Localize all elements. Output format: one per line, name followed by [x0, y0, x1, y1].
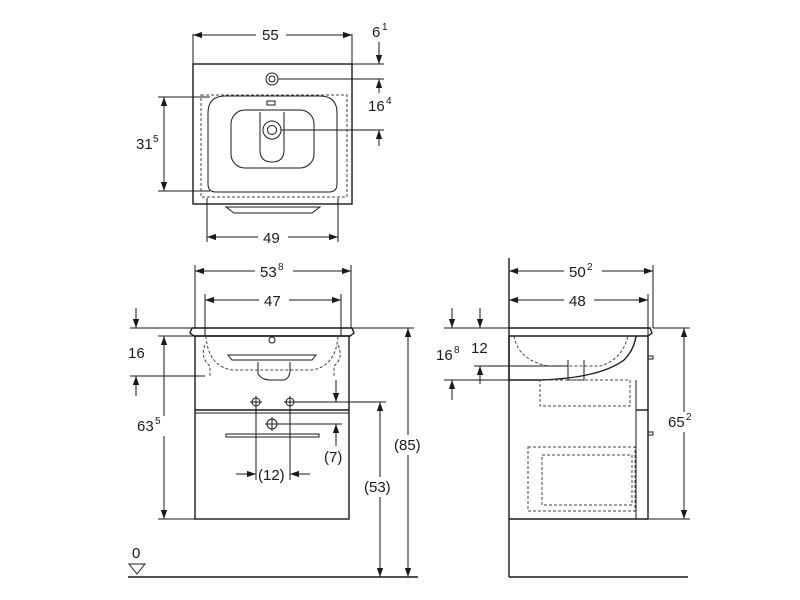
- side-basin-depth-label: 16: [436, 347, 453, 364]
- drain-channel: [259, 112, 285, 163]
- side-handle-bottom: [647, 431, 654, 436]
- top-depth-label: 31: [136, 136, 153, 153]
- tap-offset-sup: 1: [382, 22, 388, 33]
- top-inner-width-label: 49: [263, 230, 280, 247]
- side-view: 50 2 48 16 8 12 65 2: [436, 258, 706, 578]
- tap-hole: [265, 72, 279, 86]
- waste-spacing-label: (12): [258, 467, 285, 484]
- drain-offset-label: 16: [368, 98, 385, 115]
- side-depth-label: 50: [569, 264, 586, 281]
- front-bowl: [205, 335, 339, 371]
- side-basin-slab: [509, 327, 653, 337]
- side-waste-height-label: 12: [471, 340, 488, 357]
- front-tap: [268, 336, 276, 344]
- front-basin-depth-label: 16: [128, 345, 145, 362]
- drain-offset-sup: 4: [386, 96, 392, 107]
- top-width-label: 55: [262, 27, 279, 44]
- front-bowl-bottom: [226, 354, 318, 361]
- towel-rail: [224, 206, 322, 214]
- front-view: 53 8 47 16 63 5 (85) (53) (: [127, 262, 428, 578]
- top-view-basin-outer: [207, 95, 338, 193]
- top-view-outline: [192, 63, 353, 205]
- side-basin-profile: [508, 335, 637, 381]
- drain-icon: [262, 120, 282, 140]
- front-siphon: [257, 362, 291, 381]
- floor-level-icon: [127, 563, 147, 575]
- total-height-label: (85): [394, 437, 421, 454]
- top-view-basin-inner: [230, 109, 315, 169]
- front-cabinet-height-label: 63: [137, 418, 154, 435]
- front-width-label: 53: [260, 264, 277, 281]
- tap-hole-inner: [268, 75, 276, 83]
- side-cabinet-height-sup: 2: [686, 412, 692, 423]
- front-inner-width-label: 47: [264, 293, 281, 310]
- top-depth-sup: 5: [153, 134, 159, 145]
- front-cabinet: [194, 335, 350, 520]
- side-basin-depth-sup: 8: [454, 345, 460, 356]
- drain-inner: [267, 125, 277, 135]
- front-width-sup: 8: [278, 262, 284, 273]
- top-view: 55 6 1 16 4 31 5 49: [136, 22, 392, 247]
- side-inner-depth-label: 48: [569, 293, 586, 310]
- tap-offset-label: 6: [372, 24, 380, 41]
- top-view-cabinet-hidden: [200, 94, 348, 198]
- front-basin-slab: [189, 327, 355, 337]
- side-cabinet-height-label: 65: [668, 414, 685, 431]
- waste-offset-label: (7): [324, 449, 342, 466]
- floor-level-label: 0: [132, 545, 140, 562]
- side-handle-top: [647, 355, 654, 360]
- drawer-handle: [225, 433, 320, 438]
- floor-to-cabinet-label: (53): [364, 479, 391, 496]
- front-cabinet-height-sup: 5: [155, 416, 161, 427]
- side-lower-drawer: [527, 446, 636, 512]
- overflow-slot: [266, 100, 276, 106]
- side-depth-sup: 2: [587, 262, 593, 273]
